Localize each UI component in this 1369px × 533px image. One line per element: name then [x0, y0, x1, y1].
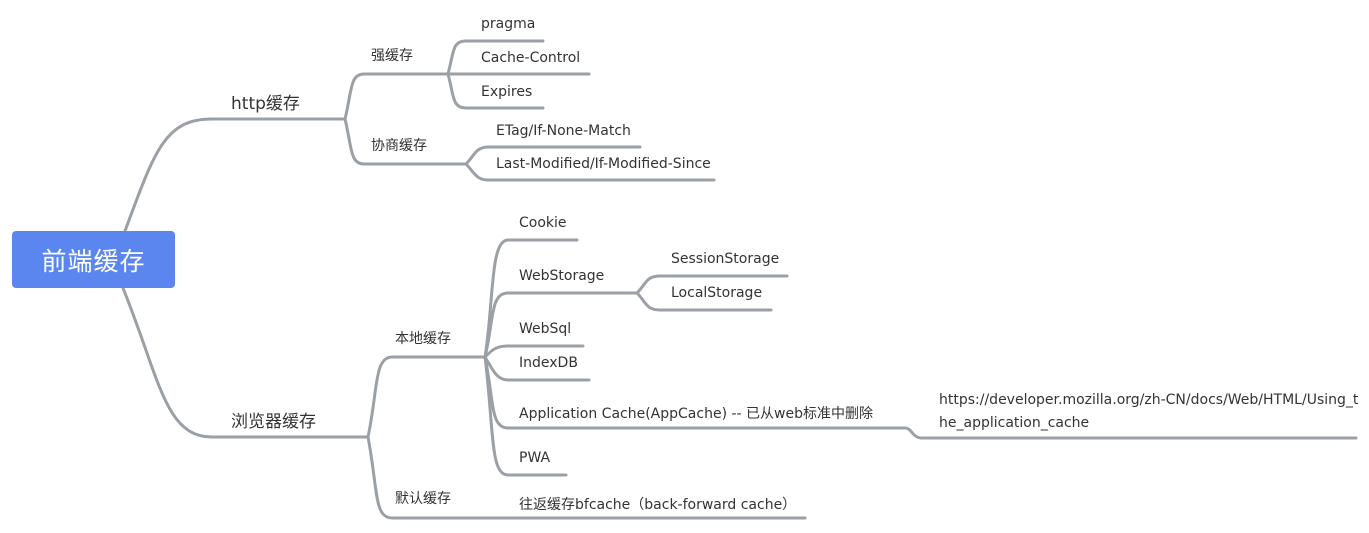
node-websql[interactable]: WebSql	[519, 321, 572, 337]
connector-root-http	[123, 117, 347, 233]
node-last-modified[interactable]: Last-Modified/If-Modified-Since	[496, 156, 711, 172]
node-negotiate-cache[interactable]: 协商缓存	[371, 138, 427, 154]
url-line-1: https://developer.mozilla.org/zh-CN/docs…	[939, 392, 1359, 408]
node-appcache[interactable]: Application Cache(AppCache) -- 已从web标准中删…	[519, 406, 873, 422]
node-webstorage[interactable]: WebStorage	[519, 268, 605, 284]
node-cookie[interactable]: Cookie	[519, 215, 567, 231]
connector-local-appcache	[483, 355, 1358, 440]
connector-webstorage-session	[635, 274, 789, 295]
connector-negotiate-etag	[464, 145, 642, 166]
connector-browser-default	[366, 435, 807, 520]
connector-webstorage-local	[635, 291, 773, 312]
node-strong-cache[interactable]: 强缓存	[371, 48, 413, 64]
connector-strong-pragma	[446, 39, 545, 76]
connector-http-strong	[343, 72, 450, 121]
node-indexdb[interactable]: IndexDB	[519, 355, 578, 371]
node-default-cache[interactable]: 默认缓存	[395, 491, 451, 507]
connector-local-webstorage	[483, 291, 639, 359]
node-cache-control[interactable]: Cache-Control	[481, 50, 581, 66]
node-session-storage[interactable]: SessionStorage	[671, 251, 780, 267]
node-browser-cache[interactable]: 浏览器缓存	[231, 412, 316, 432]
node-bfcache[interactable]: 往返缓存bfcache（back-forward cache）	[519, 497, 797, 513]
node-http-cache[interactable]: http缓存	[231, 94, 300, 114]
connector-root-browser	[121, 286, 370, 439]
node-appcache-url[interactable]: https://developer.mozilla.org/zh-CN/docs…	[939, 389, 1359, 435]
root-node[interactable]: 前端缓存	[12, 231, 175, 288]
connector-browser-local	[366, 355, 487, 439]
url-line-2: he_application_cache	[939, 415, 1090, 431]
connector-strong-expires	[446, 72, 545, 110]
node-pragma[interactable]: pragma	[481, 16, 536, 32]
connector-http-negotiate	[343, 117, 468, 166]
node-pwa[interactable]: PWA	[519, 450, 551, 466]
node-local-storage[interactable]: LocalStorage	[671, 285, 763, 301]
node-local-cache[interactable]: 本地缓存	[395, 331, 451, 347]
node-etag[interactable]: ETag/If-None-Match	[496, 123, 631, 139]
node-expires[interactable]: Expires	[481, 84, 533, 100]
connector-local-websql	[483, 344, 585, 359]
connector-local-pwa	[483, 355, 568, 477]
connector-negotiate-lastmodified	[464, 162, 716, 182]
